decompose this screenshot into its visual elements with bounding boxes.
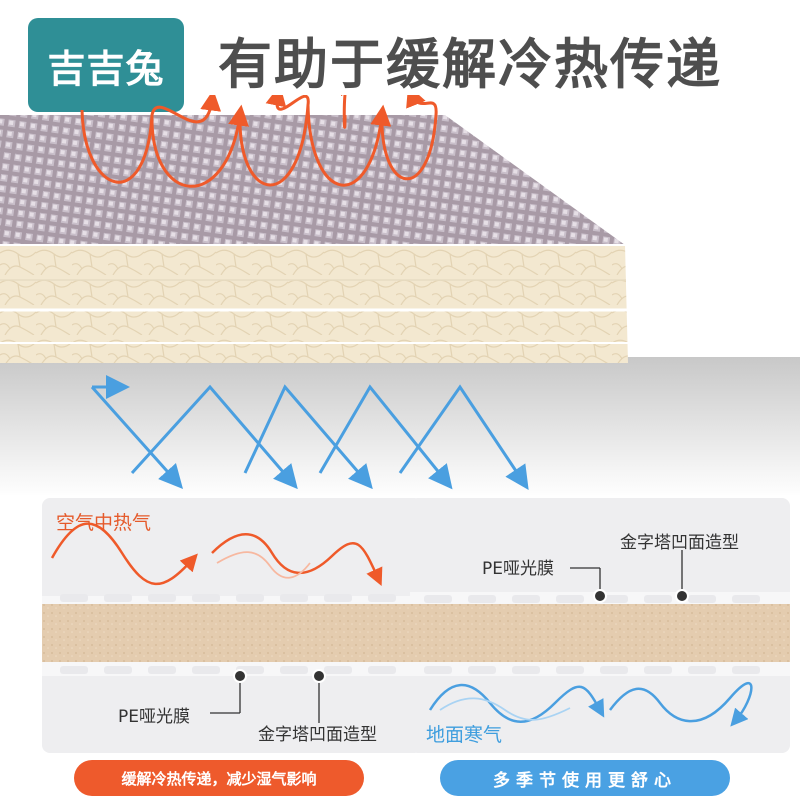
cold-arrow-icon [90,375,529,490]
texture-label: 金字塔凹面造型 [620,533,739,553]
foil-surface [0,115,625,245]
ground-cold-label: 地面寒气 [426,724,503,746]
benefit-pill-right: 多季节使用更舒心 [440,760,730,796]
film-label: PE哑光膜 [482,559,554,579]
heat-arrow-icon [80,95,438,188]
pointer-dot-icon [210,669,326,723]
cold-arrow-icon [428,682,753,727]
foam-core [42,604,422,662]
right-panel-diagram [410,550,790,727]
hot-air-label: 空气中热气 [56,512,152,534]
benefit-pill-left: 缓解冷热传递，减少湿气影响 [74,760,364,796]
brand-logo: 吉吉兔 [28,18,184,112]
texture-label: 金字塔凹面造型 [258,725,377,745]
headline: 有助于缓解冷热传递 [218,33,722,96]
mat-illustration [0,95,800,495]
right-detail-panel: PE哑光膜 金字塔凹面造型 地面寒气 [410,498,790,753]
heat-arrow-icon [50,522,383,586]
left-detail-panel: 空气中热气 PE哑光膜 金字塔凹面造型 [42,498,422,753]
pointer-dot-icon [570,550,689,603]
foam-layer [0,245,628,363]
left-panel-diagram [42,522,422,723]
foam-core [410,604,790,662]
film-label: PE哑光膜 [118,707,190,727]
